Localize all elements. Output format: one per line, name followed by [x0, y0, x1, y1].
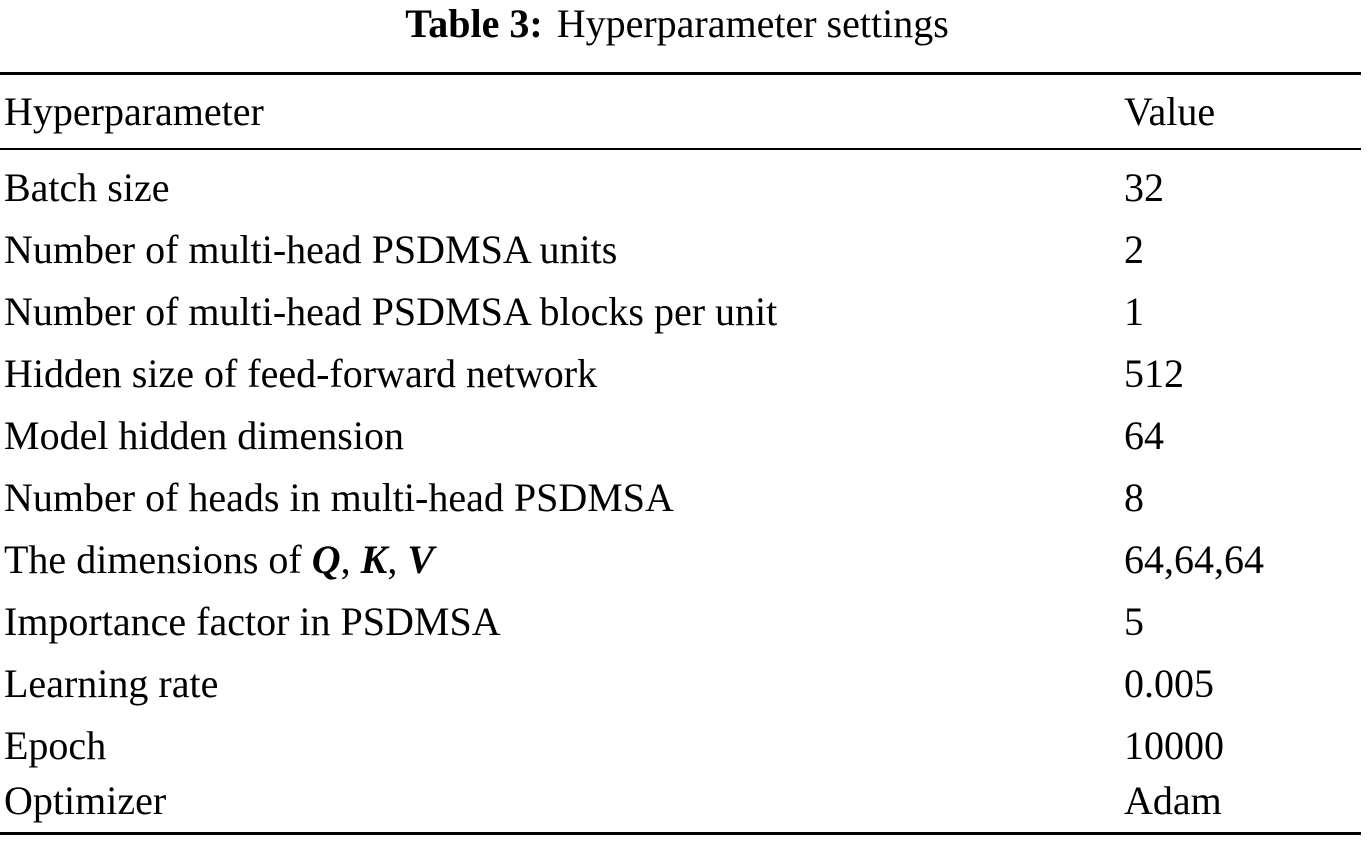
table-top-rule — [0, 72, 1361, 75]
table-header-row: Hyperparameter Value — [0, 81, 1361, 143]
table-caption: Table 3: Hyperparameter settings — [0, 2, 1354, 46]
row-value: 64 — [1124, 413, 1164, 458]
row-value: 512 — [1124, 351, 1184, 396]
row-name: Learning rate — [4, 661, 219, 706]
symbol-q: Q — [311, 537, 341, 582]
row-value: 8 — [1124, 475, 1144, 520]
symbol-separator: , — [340, 537, 361, 582]
table-row: Epoch 10000 — [0, 715, 1361, 777]
row-value: 1 — [1124, 289, 1144, 334]
symbol-separator: , — [387, 537, 408, 582]
header-value: Value — [1124, 89, 1216, 134]
row-name: Epoch — [4, 723, 107, 768]
row-value: 64,64,64 — [1124, 537, 1264, 582]
table-row: Importance factor in PSDMSA 5 — [0, 591, 1361, 653]
row-value: 2 — [1124, 227, 1144, 272]
table-row: Batch size 32 — [0, 157, 1361, 219]
row-name: Model hidden dimension — [4, 413, 404, 458]
row-name: Number of multi-head PSDMSA blocks per u… — [4, 289, 778, 334]
row-value: 10000 — [1124, 723, 1224, 768]
row-name: Importance factor in PSDMSA — [4, 599, 501, 644]
row-name-prefix: The dimensions of — [4, 537, 312, 582]
row-name-qkv: The dimensions of Q, K, V — [4, 529, 434, 591]
table-row: Number of multi-head PSDMSA blocks per u… — [0, 281, 1361, 343]
symbol-k: K — [360, 537, 388, 582]
row-value: 0.005 — [1124, 661, 1214, 706]
table-row: Hidden size of feed-forward network 512 — [0, 343, 1361, 405]
table-row: Learning rate 0.005 — [0, 653, 1361, 715]
header-hyperparameter: Hyperparameter — [4, 89, 264, 134]
table-row: The dimensions of Q, K, V 64,64,64 — [0, 529, 1361, 591]
table-bottom-rule — [0, 832, 1361, 835]
table-header-rule — [0, 148, 1361, 150]
table-caption-text: Hyperparameter settings — [556, 1, 949, 46]
row-name: Hidden size of feed-forward network — [4, 351, 598, 396]
row-value: Adam — [1124, 778, 1222, 823]
table-row: Optimizer Adam — [0, 770, 1361, 832]
symbol-v: V — [407, 537, 434, 582]
row-value: 32 — [1124, 165, 1164, 210]
row-name: Batch size — [4, 165, 170, 210]
table-row: Number of heads in multi-head PSDMSA 8 — [0, 467, 1361, 529]
row-value: 5 — [1124, 599, 1144, 644]
row-name: Number of heads in multi-head PSDMSA — [4, 475, 674, 520]
table-row: Number of multi-head PSDMSA units 2 — [0, 219, 1361, 281]
row-name: Number of multi-head PSDMSA units — [4, 227, 618, 272]
table-row: Model hidden dimension 64 — [0, 405, 1361, 467]
table-caption-label: Table 3: — [405, 1, 543, 46]
row-name: Optimizer — [4, 778, 167, 823]
